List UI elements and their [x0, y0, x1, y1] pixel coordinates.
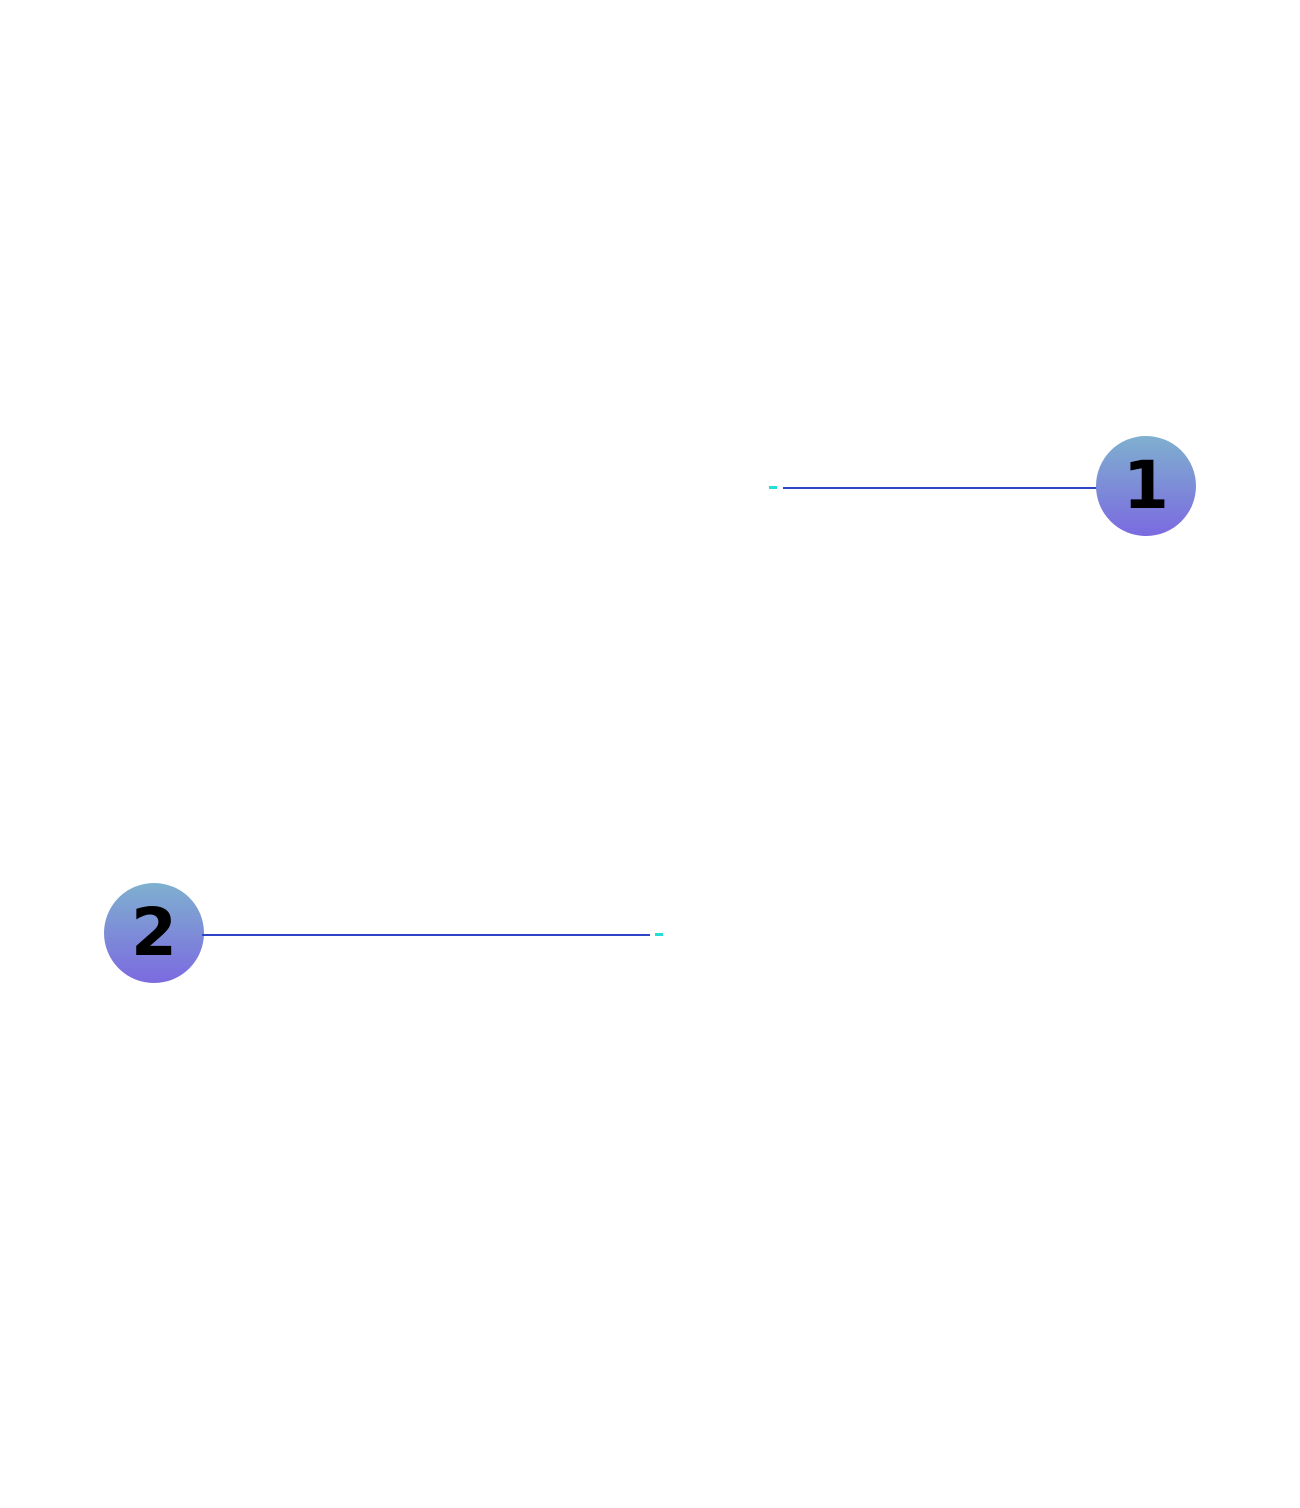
callout-2-anchor-tick: [655, 933, 663, 936]
callout-1-marker: 1: [1096, 436, 1196, 536]
callout-2-leader-line: [202, 934, 650, 936]
callout-1-anchor-tick: [769, 486, 777, 489]
callout-1-leader-line: [783, 487, 1099, 489]
callout-2-marker: 2: [104, 883, 204, 983]
callout-1-number: 1: [1123, 447, 1169, 524]
callout-2-number: 2: [131, 894, 177, 971]
